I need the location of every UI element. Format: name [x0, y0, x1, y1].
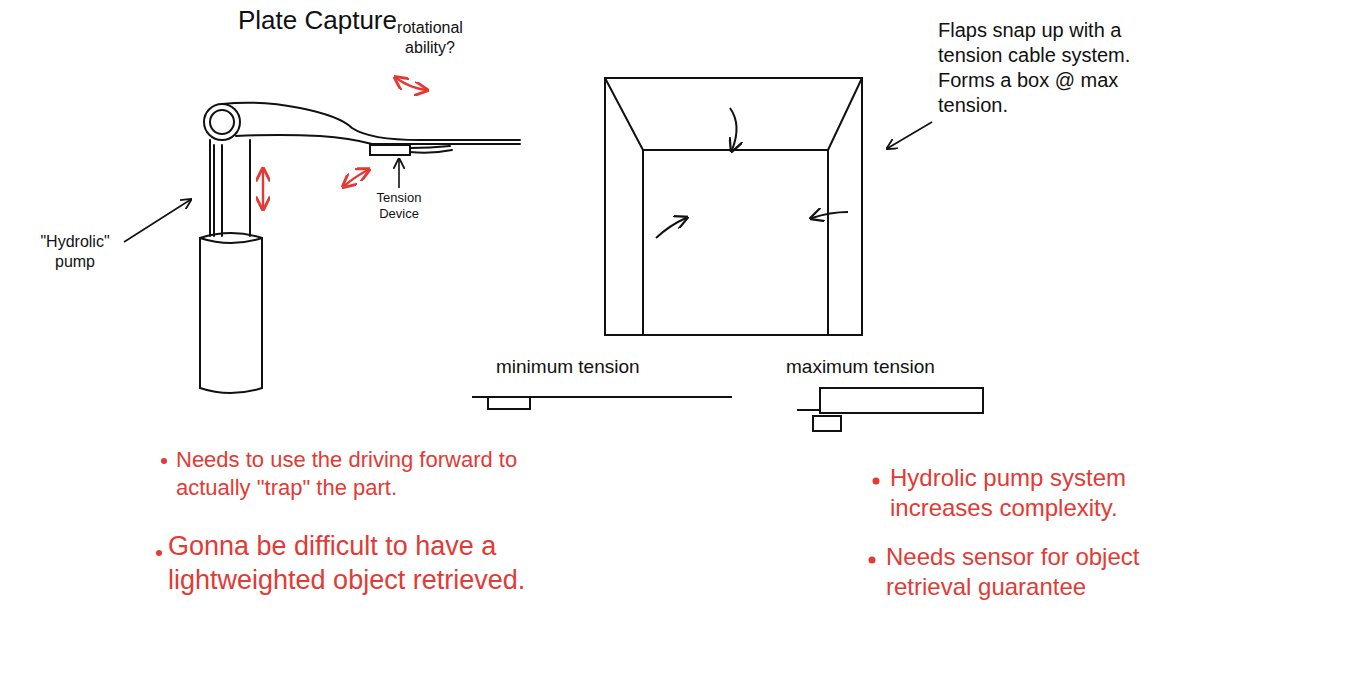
part-label: "Hydrolic" pump — [30, 232, 120, 272]
sketch-stroke — [730, 108, 737, 150]
pump-arm — [200, 103, 520, 393]
tension-states — [472, 388, 983, 431]
sketch-stroke — [813, 416, 841, 431]
sketch-stroke — [210, 110, 234, 134]
sketch-stroke — [161, 458, 167, 464]
part-label: Tension Device — [366, 190, 432, 223]
sketch-stroke — [236, 135, 520, 144]
sketch-stroke — [605, 78, 862, 150]
note-text: Needs to use the driving forward to actu… — [176, 446, 576, 501]
sketch-stroke — [156, 550, 162, 556]
note-text: Needs sensor for object retrieval guaran… — [886, 542, 1206, 602]
sketch-stroke — [370, 145, 410, 155]
part-label: rotational ability? — [384, 18, 476, 58]
sketch-stroke — [410, 146, 452, 153]
sketch-stroke — [200, 238, 262, 243]
sketch-stroke — [488, 397, 530, 409]
sketch-stroke — [605, 78, 862, 335]
sketch-stroke — [200, 233, 262, 393]
flap-box — [605, 78, 862, 335]
sketch-stroke — [643, 150, 828, 335]
note-text: Gonna be difficult to have a lightweight… — [168, 530, 638, 598]
state-label: maximum tension — [786, 355, 1026, 379]
sketch-stroke — [344, 170, 368, 186]
motion-arrows — [263, 78, 426, 208]
sketch-stroke — [262, 170, 264, 208]
sketch-stroke — [214, 145, 222, 236]
sketch-stroke — [204, 104, 240, 140]
sketch-stroke — [656, 218, 686, 238]
sketch-stroke — [124, 200, 190, 242]
note-text: Flaps snap up with a tension cable syste… — [938, 18, 1134, 118]
sketch-stroke — [797, 409, 820, 411]
sketch-stroke — [812, 212, 848, 218]
sketch-stroke — [820, 388, 983, 413]
sketch-stroke — [869, 557, 876, 564]
note-text: Hydrolic pump system increases complexit… — [890, 463, 1190, 523]
state-label: minimum tension — [496, 355, 736, 379]
leader-lines — [124, 122, 932, 242]
sketch-stroke — [210, 140, 250, 236]
sketch-stroke — [888, 122, 932, 148]
sketch-stroke — [398, 160, 400, 188]
sketch-stroke — [396, 78, 426, 90]
sketch-stroke — [873, 478, 880, 485]
